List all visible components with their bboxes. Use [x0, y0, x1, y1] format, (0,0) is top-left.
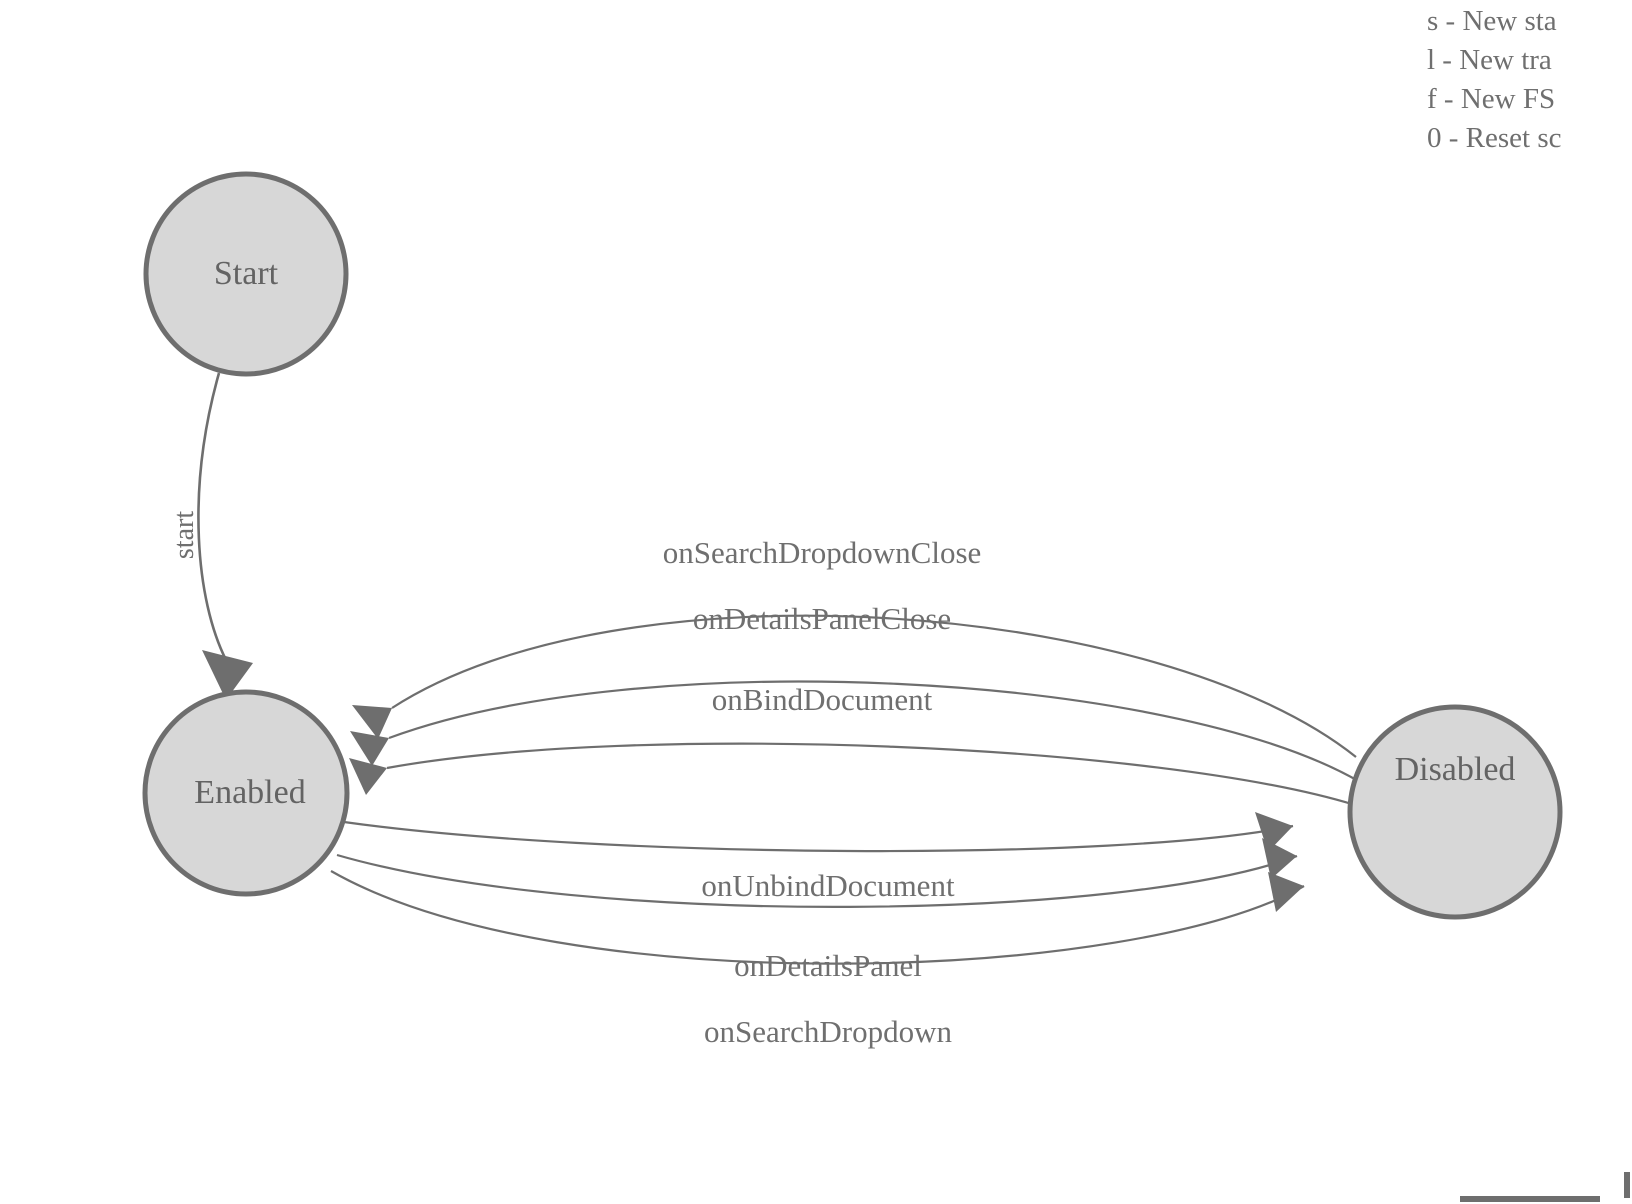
edge-label-onDetailsPanel: onDetailsPanel — [734, 948, 922, 983]
transition-start[interactable] — [197, 372, 253, 700]
arrow-head-icon — [1268, 872, 1304, 912]
node-circle[interactable] — [142, 689, 350, 897]
horizontal-scrollbar-thumb[interactable] — [1460, 1196, 1600, 1202]
transition-onDetailsPanelClose[interactable] — [350, 680, 1361, 783]
transition-onSearchDropdown[interactable] — [330, 870, 1305, 965]
edge-path[interactable] — [391, 614, 1357, 758]
transition-onSearchDropdownClose[interactable] — [352, 614, 1357, 758]
node-start[interactable]: Start — [143, 171, 349, 377]
edge-label-onUnbindDocument: onUnbindDocument — [701, 868, 955, 903]
node-enabled[interactable]: Enabled — [142, 689, 350, 897]
edge-label-onDetailsPanelClose: onDetailsPanelClose — [693, 601, 951, 636]
vertical-scrollbar-thumb[interactable] — [1624, 1172, 1630, 1198]
edge-label-start: start — [169, 511, 200, 559]
edge-label-onSearchDropdownClose: onSearchDropdownClose — [663, 535, 982, 570]
arrow-head-icon — [1255, 812, 1293, 852]
scrollbar-corner — [1450, 1172, 1632, 1204]
edge-path[interactable] — [388, 680, 1361, 783]
arrow-head-icon — [202, 650, 253, 700]
edge-path[interactable] — [386, 742, 1356, 807]
node-label-disabled: Disabled — [1395, 751, 1516, 788]
arrow-head-icon — [350, 731, 389, 766]
node-label-enabled: Enabled — [194, 774, 305, 811]
node-disabled[interactable]: Disabled — [1347, 704, 1563, 920]
shortcut-new-state: s - New sta — [1427, 5, 1557, 37]
shortcut-new-transition: l - New tra — [1427, 44, 1552, 76]
node-label-start: Start — [214, 255, 279, 292]
shortcut-reset-scale: 0 - Reset sc — [1427, 122, 1562, 154]
edge-path[interactable] — [343, 820, 1294, 853]
node-circle[interactable] — [143, 171, 349, 377]
transition-onBindDocument[interactable] — [349, 742, 1356, 807]
edge-label-onBindDocument: onBindDocument — [712, 682, 933, 717]
node-circle[interactable] — [1347, 704, 1563, 920]
arrow-head-icon — [349, 758, 387, 795]
arrow-head-icon — [352, 705, 392, 739]
edge-path[interactable] — [330, 870, 1305, 965]
edge-path[interactable] — [336, 853, 1298, 908]
edge-path[interactable] — [197, 372, 228, 661]
keyboard-shortcuts-overlay: s - New sta l - New tra f - New FS 0 - R… — [1427, 0, 1632, 162]
transition-onDetailsPanel[interactable] — [336, 838, 1298, 908]
edge-label-onSearchDropdown: onSearchDropdown — [704, 1014, 952, 1049]
shortcut-new-fsm: f - New FS — [1427, 83, 1556, 115]
arrow-head-icon — [1262, 838, 1297, 879]
transition-onUnbindDocument[interactable] — [343, 812, 1294, 853]
